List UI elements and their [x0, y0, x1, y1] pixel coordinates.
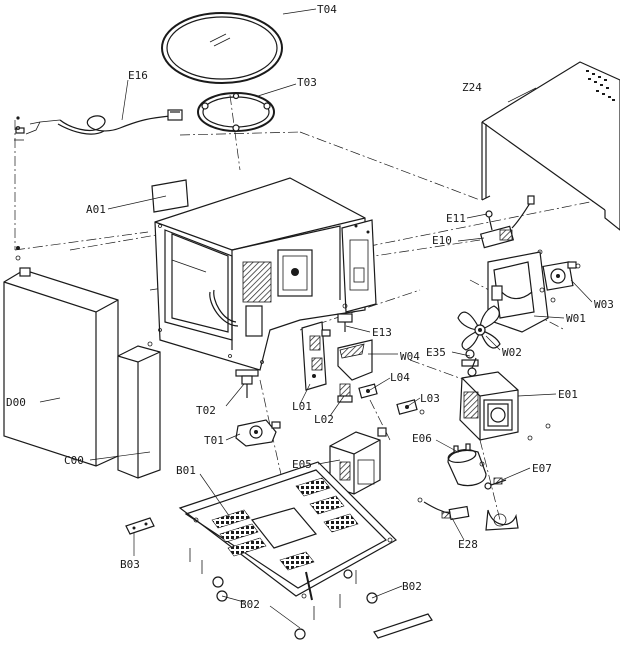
interlock-switch-secondary — [337, 383, 353, 403]
label-B03: B03 — [120, 558, 140, 571]
capacitor-clamp — [485, 509, 519, 531]
label-W01: W01 — [566, 312, 586, 325]
label-C00: C00 — [64, 454, 84, 467]
label-A01: A01 — [86, 203, 106, 216]
high-voltage-capacitor — [447, 443, 487, 487]
base-bracket — [125, 517, 155, 535]
label-E13: E13 — [372, 326, 392, 339]
label-B01: B01 — [176, 464, 196, 477]
label-W02: W02 — [502, 346, 522, 359]
label-W04: W04 — [400, 350, 420, 363]
thermal-cutout — [337, 303, 353, 332]
power-cord — [14, 109, 183, 141]
interlock-switch-bracket — [301, 321, 331, 391]
label-E06: E06 — [412, 432, 432, 445]
outer-cabinet — [481, 61, 620, 231]
monitor-switch — [358, 383, 378, 399]
support-rod — [373, 613, 433, 639]
fuse-holder — [479, 195, 543, 255]
label-L01: L01 — [292, 400, 312, 413]
label-E05: E05 — [292, 458, 312, 471]
label-B02-right: B02 — [402, 580, 422, 593]
oven-cavity — [154, 177, 377, 371]
turntable-glass-tray — [161, 12, 283, 84]
label-L02: L02 — [314, 413, 334, 426]
label-E16: E16 — [128, 69, 148, 82]
label-T04: T04 — [317, 3, 337, 16]
label-E11: E11 — [446, 212, 466, 225]
label-T02: T02 — [196, 404, 216, 417]
label-W03: W03 — [594, 298, 614, 311]
turntable-coupler — [235, 369, 259, 398]
waveguide-cover — [151, 179, 189, 213]
label-B02-left: B02 — [240, 598, 260, 611]
label-E01: E01 — [558, 388, 578, 401]
label-T01: T01 — [204, 434, 224, 447]
label-E35: E35 — [426, 346, 446, 359]
roller-ring — [197, 92, 275, 132]
label-D00: D00 — [6, 396, 26, 409]
label-T03: T03 — [297, 76, 317, 89]
magnetron-thermostat — [461, 349, 479, 367]
label-E07: E07 — [532, 462, 552, 475]
label-L04: L04 — [390, 371, 410, 384]
magnetron — [459, 357, 551, 441]
label-L03: L03 — [420, 392, 440, 405]
label-E28: E28 — [458, 538, 478, 551]
high-voltage-diode — [484, 477, 507, 490]
fan-motor — [542, 261, 581, 303]
fan-blade — [457, 305, 501, 351]
oven-door — [3, 246, 119, 467]
label-E10: E10 — [432, 234, 452, 247]
door-choke-cover — [117, 341, 161, 479]
base-plate — [178, 461, 397, 601]
leader-lines — [39, 8, 593, 629]
label-Z24: Z24 — [462, 81, 482, 94]
part-labels: T04 T03 E16 Z24 A01 E11 E10 W03 W01 W02 … — [6, 3, 614, 611]
fuse-cable — [417, 497, 470, 521]
air-guide — [337, 339, 373, 381]
turntable-motor — [235, 419, 281, 447]
